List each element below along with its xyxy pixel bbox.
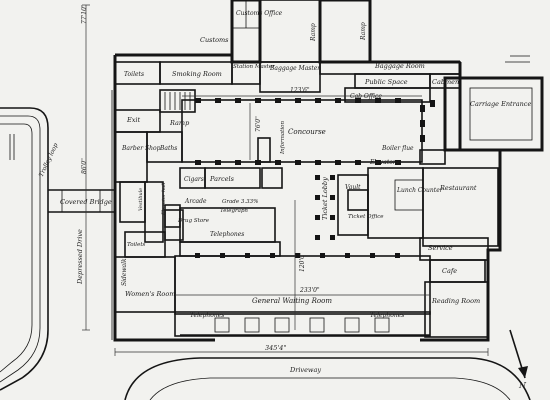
label-reading-room: Reading Room	[431, 297, 480, 305]
label-vault: Vault	[345, 184, 361, 191]
label-telegraph: Telegraph	[220, 208, 248, 214]
label-womens-room: Women's Room	[125, 290, 175, 298]
dim-concourse-depth: 76'0"	[255, 116, 262, 132]
covered-bridge	[48, 189, 115, 213]
label-exit: Exit	[126, 116, 140, 124]
label-customs-office: Customs Office	[236, 10, 283, 17]
dim-bridge-length: 86'0"	[81, 158, 88, 174]
label-toilets-top: Toilets	[124, 71, 144, 78]
label-telephones-arcade: Telephones	[210, 231, 244, 238]
label-baggage-room: Baggage Room	[374, 62, 425, 70]
driveway	[124, 357, 531, 400]
label-ramp: Ramp	[169, 119, 190, 127]
label-ramp-top-left: Ramp	[310, 23, 317, 42]
north-arrow-label: N	[518, 381, 527, 390]
label-station-master: Station Master	[233, 64, 275, 70]
label-depressed-drive: Depressed Drive	[76, 229, 84, 285]
dim-overall-width: 345'4"	[265, 344, 286, 352]
label-toilets-left: Toilets	[127, 242, 146, 248]
label-ticket-office: Ticket Office	[348, 214, 384, 220]
label-drug-store: Drug Store	[177, 218, 210, 224]
label-concourse: Concourse	[288, 128, 326, 136]
label-restaurant: Restaurant	[439, 184, 477, 192]
general-waiting-room	[174, 253, 489, 338]
dim-waiting-room-depth: 120'0"	[299, 252, 306, 272]
carriage-entrance	[458, 55, 544, 152]
label-cafe: Cafe	[442, 267, 457, 275]
label-service: Service	[428, 244, 453, 252]
label-parcels: Parcels	[209, 175, 235, 183]
label-lunch-counter: Lunch Counter	[396, 187, 444, 194]
label-cigars: Cigars	[184, 176, 204, 183]
label-cabmen: Cabmen	[432, 78, 459, 86]
label-information: Information	[280, 121, 286, 155]
label-elevator-hall: Elevator hall	[161, 182, 167, 216]
label-arcade: Arcade	[184, 198, 207, 205]
concourse	[181, 98, 446, 165]
label-grade: Grade 3.33%	[222, 199, 258, 205]
label-customs: Customs	[200, 36, 229, 44]
label-boiler-flue: Boiler flue	[381, 145, 414, 152]
label-carriage-entrance: Carriage Entrance	[470, 100, 531, 108]
label-barber-shop: Barber Shop	[121, 145, 161, 152]
north-arrow: N	[509, 329, 528, 390]
label-cab-office: Cab Office	[350, 93, 382, 100]
label-baggage-master: Baggage Master	[269, 65, 321, 72]
trolley-loop	[0, 107, 49, 391]
label-telephones-right: Telephones	[370, 312, 404, 319]
dim-concourse-width: 123'6"	[290, 87, 310, 94]
top-rooms	[114, 61, 461, 113]
label-smoking-room: Smoking Room	[172, 70, 222, 78]
label-baths: Baths	[159, 145, 177, 152]
label-sidewalk: Sidewalk	[121, 258, 128, 286]
dim-waiting-room-width: 233'0"	[299, 287, 320, 294]
label-general-waiting-room: General Waiting Room	[252, 297, 332, 305]
label-public-space: Public Space	[364, 78, 408, 86]
label-elevators: Elevators	[369, 159, 399, 166]
label-ticket-lobby: Ticket Lobby	[321, 177, 329, 220]
label-covered-bridge: Covered Bridge	[60, 198, 112, 206]
label-ramp-top-right: Ramp	[360, 22, 367, 41]
label-vestibule: Vestibule	[138, 188, 144, 211]
dim-top-left: 77'10"	[81, 4, 88, 24]
label-telephones-left: Telephones	[190, 312, 224, 319]
label-driveway: Driveway	[289, 366, 321, 374]
